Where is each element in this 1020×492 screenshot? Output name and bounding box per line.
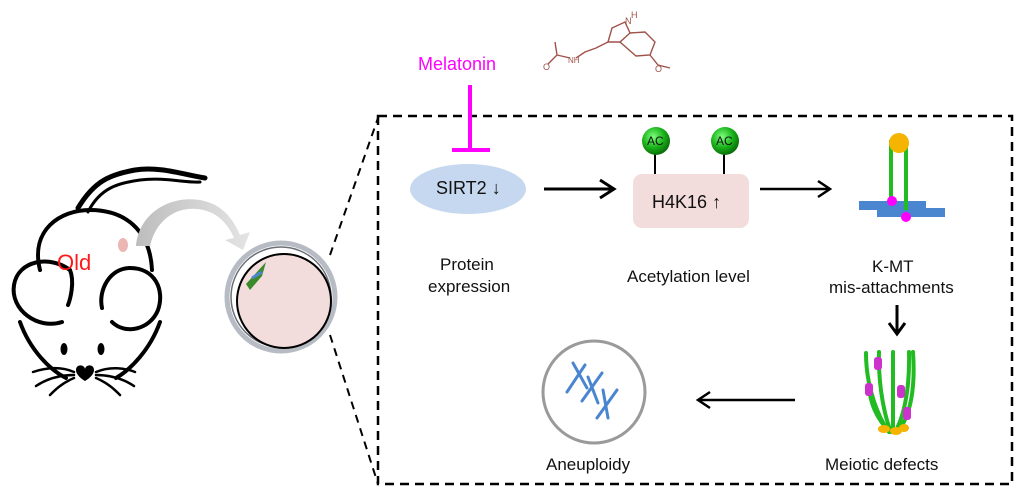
sirt2-caption-1: Protein	[440, 255, 494, 274]
molecule-atom-nh2: NH	[568, 56, 580, 65]
zoom-line-bottom	[329, 334, 379, 485]
sirt2-label: SIRT2	[436, 178, 487, 198]
arrow-left-icon	[695, 390, 795, 410]
ac-label-1: AC	[647, 134, 664, 148]
chromosomes-icon	[565, 361, 619, 420]
ovary-spot	[118, 238, 128, 252]
h4k16-caption: Acetylation level	[627, 267, 750, 286]
mouse-ear-left	[11, 259, 75, 326]
h4k16-label: H4K16	[652, 192, 708, 212]
sirt2-node	[410, 164, 526, 214]
melatonin-label: Melatonin	[418, 54, 497, 74]
pathway-box	[376, 114, 1014, 486]
up-arrow-icon: ↑	[712, 192, 722, 212]
acetyl-group-icon	[711, 127, 739, 155]
molecule-atom-n: N	[625, 16, 632, 26]
down-arrow-icon: ↓	[491, 178, 501, 198]
aneuploidy-caption: Aneuploidy	[546, 455, 631, 474]
sirt2-caption-2: expression	[428, 277, 511, 296]
mouse-age-label: Old	[57, 250, 92, 275]
ac-label-2: AC	[716, 134, 733, 148]
mouse-illustration	[11, 166, 208, 380]
mouse-nose-icon	[76, 365, 94, 381]
arrow-right-icon	[544, 178, 617, 200]
mouse-eye-left	[60, 343, 68, 355]
curved-arrow-icon	[136, 199, 250, 250]
kmt-caption-1: K-MT	[872, 257, 914, 276]
arrow-right-icon	[760, 179, 833, 199]
mouse-whiskers	[31, 367, 137, 397]
chromosome-markers	[865, 357, 911, 435]
zoom-line-top	[329, 117, 379, 256]
mouse-tail-inner	[86, 177, 202, 214]
molecule-atom-nh: H	[631, 10, 638, 20]
mouse-eye-right	[97, 343, 105, 355]
h4k16-text: H4K16 ↑	[652, 192, 721, 213]
kmt-caption-2: mis-attachments	[829, 278, 954, 297]
molecule-atom-o2: O	[655, 64, 662, 74]
arrow-down-icon	[887, 305, 907, 337]
mouse-tail	[75, 166, 208, 211]
melatonin-structure-icon	[547, 21, 671, 69]
meiotic-caption: Meiotic defects	[825, 455, 939, 474]
mouse-ear-right	[99, 265, 163, 332]
molecule-atom-o1: O	[543, 62, 550, 72]
acetyl-group-icon	[642, 127, 670, 155]
inhibition-icon	[452, 85, 490, 152]
h4k16-node	[633, 174, 749, 228]
oocyte-illustration	[224, 240, 338, 354]
sirt2-text: SIRT2 ↓	[436, 178, 501, 199]
kmt-misattachment-icon	[859, 133, 945, 222]
